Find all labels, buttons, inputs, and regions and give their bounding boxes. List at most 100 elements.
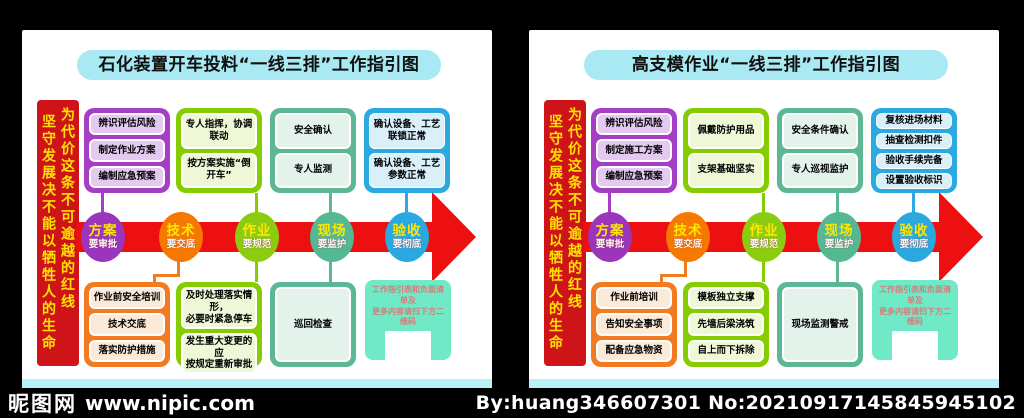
info-box: 按方案实施“倒开车” [181,152,257,188]
info-box: 巡回检查 [275,287,351,362]
banner-text-left: 坚守发展决不能以牺牲人的生命 [40,114,56,352]
top-group-green: 专人指挥，协调联动按方案实施“倒开车” [176,108,262,193]
flow-arrow-head [939,192,983,282]
banner-text-right: 为代价这条不可逾越的红线 [59,107,75,311]
info-box: 模板独立支撑 [688,287,764,310]
connector-line [101,193,104,213]
info-box: 发生重大变更的应 按规定重新审批 [181,332,257,375]
info-box: 安全条件确认 [782,113,858,149]
qr-note: 工作指引表和负面清单及 更多内容请扫下方二维码 [372,285,444,327]
info-box: 确认设备、工艺 参数正常 [369,152,445,188]
info-box: 编制应急预案 [596,165,672,188]
top-group-teal: 安全条件确认专人巡视监护 [777,108,863,193]
stage-sub: 要审批 [595,238,625,250]
flow-arrow-head [432,192,476,282]
info-box: 制定作业方案 [89,139,165,162]
qr-card: 工作指引表和负面清单及 更多内容请扫下方二维码 [365,280,451,376]
top-group-purple: 辨识评估风险制定施工方案编制应急预案 [591,108,677,193]
info-box: 专人监测 [275,152,351,188]
info-box: 作业前培训 [596,287,672,310]
stage-ellipse-2: 技术要交底 [159,212,203,262]
stage-ellipse-1: 方案要审批 [588,212,632,262]
info-box: 专人巡视监护 [782,152,858,188]
panel-high-formwork: 高支模作业“一线三排”工作指引图 坚守发展决不能以牺牲人的生命 为代价这条不可逾… [529,30,999,388]
credit-text: By:huang346607301 No:2021091714584594510… [475,392,1016,414]
info-box: 抽查检测扣件 [876,132,952,149]
bottom-group-green: 模板独立支撑先墙后梁浇筑自上而下拆除 [683,282,769,367]
bottom-group-teal: 现场监测警戒 [777,282,863,367]
info-box: 佩戴防护用品 [688,113,764,149]
connector-line [177,260,180,276]
bottom-group-orange: 作业前培训告知安全事项配备应急物资 [591,282,677,367]
connector-line [329,193,332,213]
nipic-logo: 昵图网 [8,392,77,416]
stage-name: 验收 [899,222,929,239]
connector-line [255,260,258,282]
info-box: 安全确认 [275,113,351,149]
info-box: 作业前安全培训 [89,287,165,310]
red-slogan-banner: 坚守发展决不能以牺牲人的生命 为代价这条不可逾越的红线 [544,100,586,366]
connector-line [660,274,687,277]
bottom-group-green: 及时处理落实情形， 必要时紧急停车发生重大变更的应 按规定重新审批 [176,282,262,375]
connector-line [912,193,915,213]
bottom-group-teal: 巡回检查 [270,282,356,367]
stage-name: 现场 [824,222,854,239]
info-box: 编制应急预案 [89,165,165,188]
info-box: 配备应急物资 [596,339,672,362]
panel-bottom-strip [529,379,999,388]
stage-sub: 要监护 [824,238,854,250]
stage-name: 现场 [317,222,347,239]
panel-title: 石化装置开车投料“一线三排”工作指引图 [77,50,441,80]
connector-line [153,274,156,283]
red-slogan-banner: 坚守发展决不能以牺牲人的生命 为代价这条不可逾越的红线 [37,100,79,366]
connector-line [329,260,332,282]
info-box: 确认设备、工艺 联锁正常 [369,113,445,149]
info-box: 自上而下拆除 [688,339,764,362]
panel-bottom-strip [22,379,492,388]
site-url: www.nipic.com [85,391,255,415]
info-box: 支架基础坚实 [688,152,764,188]
banner-text-left: 坚守发展决不能以牺牲人的生命 [547,114,563,352]
connector-line [836,260,839,282]
stage-sub: 要监护 [317,238,347,250]
info-box: 及时处理落实情形， 必要时紧急停车 [181,287,257,329]
stage-ellipse-4: 现场要监护 [817,212,861,262]
watermark-footer: 昵图网 www.nipic.com By:huang346607301 No:2… [0,388,1024,418]
stage-name: 方案 [595,222,625,239]
connector-line [836,193,839,213]
connector-line [762,260,765,282]
stage-name: 技术 [166,222,196,239]
connector-line [660,274,663,283]
stage-name: 方案 [88,222,118,239]
stage-sub: 要彻底 [392,238,422,250]
qr-code-placeholder [892,331,938,376]
info-box: 设置验收标识 [876,172,952,189]
stage-name: 作业 [749,222,779,239]
stage-sub: 要交底 [673,238,703,250]
info-box: 复核进场材料 [876,113,952,129]
connector-line [153,274,180,277]
stage-ellipse-2: 技术要交底 [666,212,710,262]
stage-sub: 要规范 [242,238,272,250]
qr-note: 工作指引表和负面清单及 更多内容请扫下方二维码 [879,285,951,327]
info-box: 验收手续完备 [876,152,952,169]
stage-ellipse-5: 验收要彻底 [892,212,936,262]
connector-line [405,193,408,213]
info-box: 先墙后梁浇筑 [688,313,764,336]
panel-title: 高支模作业“一线三排”工作指引图 [584,50,948,80]
stage-ellipse-5: 验收要彻底 [385,212,429,262]
info-box: 告知安全事项 [596,313,672,336]
stage-ellipse-3: 作业要规范 [235,212,279,262]
stage-name: 作业 [242,222,272,239]
stage-name: 验收 [392,222,422,239]
info-box: 技术交底 [89,313,165,336]
stage-sub: 要审批 [88,238,118,250]
qr-card: 工作指引表和负面清单及 更多内容请扫下方二维码 [872,280,958,376]
top-group-blue: 复核进场材料抽查检测扣件验收手续完备设置验收标识 [871,108,957,193]
stage-name: 技术 [673,222,703,239]
info-box: 辨识评估风险 [596,113,672,136]
stage-sub: 要彻底 [899,238,929,250]
stage-sub: 要交底 [166,238,196,250]
connector-line [684,260,687,276]
footer-left: 昵图网 www.nipic.com [8,388,255,418]
